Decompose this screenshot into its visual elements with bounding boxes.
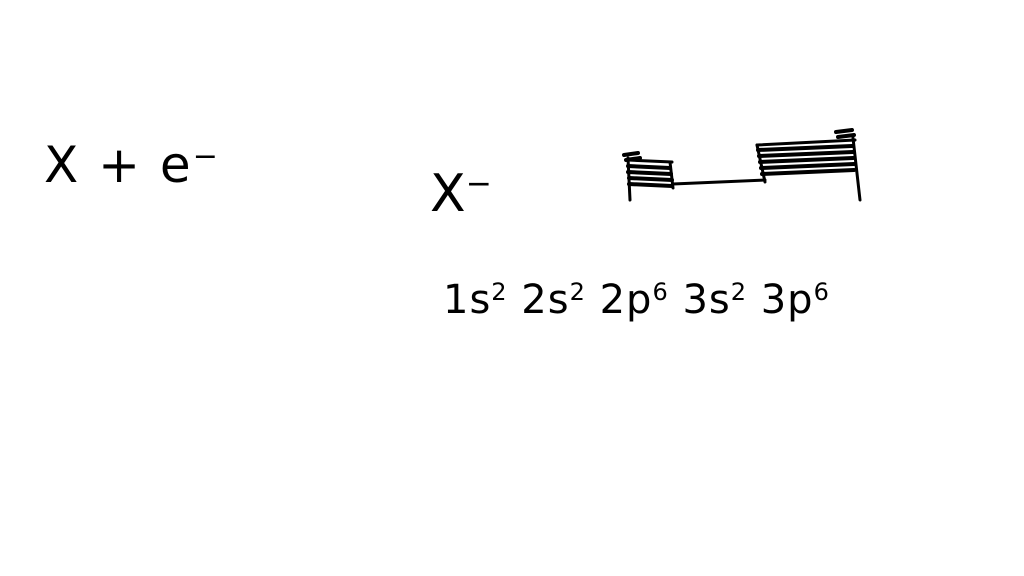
s-orbital-shading	[622, 151, 674, 188]
config-term: 3p6	[760, 277, 830, 323]
p-orbital-shading	[756, 128, 856, 176]
p-orbital-box-left-edge	[755, 143, 767, 184]
p-orbital-box-right-edge	[851, 136, 862, 202]
s-orbital-box-left-edge	[626, 156, 632, 202]
anion-symbol: X−	[430, 168, 492, 220]
reaction-equation: X + e−	[44, 140, 220, 190]
config-term: 1s2	[443, 277, 508, 323]
config-term: 3s2	[682, 277, 748, 323]
config-term: 2s2	[521, 277, 586, 323]
electron-configuration: 1s2 2s2 2p6 3s2 3p6	[443, 280, 830, 320]
orbital-baseline	[671, 178, 767, 186]
p-orbital-box-top	[755, 138, 857, 147]
electron-charge: −	[192, 138, 220, 174]
anion-charge: −	[465, 165, 492, 202]
s-orbital-box-top	[626, 158, 674, 164]
s-orbital-box-right-edge	[668, 160, 675, 190]
anion-base: X	[430, 164, 466, 224]
reaction-base: X + e	[44, 136, 193, 194]
config-term: 2p6	[599, 277, 669, 323]
